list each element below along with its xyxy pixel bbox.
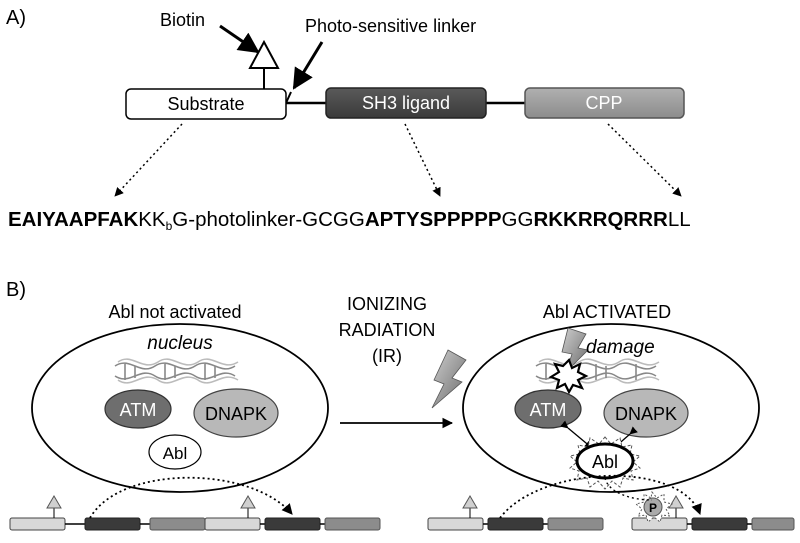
right-dnapk-label: DNAPK	[615, 404, 677, 424]
right-atm-label: ATM	[530, 400, 567, 420]
panel-b-label: B)	[6, 279, 26, 301]
seq-ll: LL	[667, 208, 691, 231]
substrate-label: Substrate	[167, 94, 244, 114]
left-atm-label: ATM	[120, 400, 157, 420]
right-binding-dotted-arrow	[499, 474, 702, 519]
left-dna-icon	[114, 358, 239, 384]
sh3-pointer	[404, 123, 441, 197]
cpp-box	[524, 87, 685, 119]
panel-a-label: A)	[6, 7, 26, 29]
right-title: Abl ACTIVATED	[543, 302, 671, 322]
cpp-label: CPP	[585, 93, 622, 113]
seq-kk: KK	[138, 208, 166, 231]
sh3-label: SH3 ligand	[362, 93, 450, 113]
substrate-box	[125, 88, 287, 120]
right-abl-label: Abl	[592, 452, 618, 472]
biotin-label: Biotin	[160, 10, 205, 30]
peptide-sequence: EAIYAAPFAKKKbG-photolinker-GCGGAPTYSPPPP…	[8, 208, 691, 232]
ir-line3: (IR)	[372, 346, 402, 366]
left-abl-label: Abl	[163, 444, 188, 463]
linker-arrow	[292, 41, 324, 90]
biotin-arrow	[219, 24, 260, 54]
nucleus-label: nucleus	[147, 333, 213, 354]
lightning-bolt-icon	[431, 349, 467, 409]
linker-label: Photo-sensitive linker	[305, 16, 476, 36]
damage-bolt-icon	[561, 327, 589, 373]
left-atm	[104, 389, 172, 429]
seq-kk-sub: b	[165, 219, 173, 233]
construct-right-a	[427, 495, 604, 531]
damage-label: damage	[586, 337, 655, 358]
sh3-box	[325, 87, 487, 119]
construct-left-b	[204, 495, 381, 531]
left-dnapk	[193, 388, 279, 438]
left-nucleus	[31, 323, 329, 493]
cpp-pointer	[607, 123, 682, 197]
ir-line2: RADIATION	[339, 320, 436, 340]
left-abl	[148, 434, 202, 470]
left-title: Abl not activated	[108, 302, 241, 322]
seq-cpp: RKKRRQRRR	[533, 208, 668, 231]
phospho-label: P	[649, 501, 657, 515]
left-dnapk-label: DNAPK	[205, 404, 267, 424]
construct-right-b	[631, 495, 795, 531]
construct-left-a	[9, 495, 206, 531]
biotin-triangle	[248, 39, 280, 69]
ir-line1: IONIZING	[347, 294, 427, 314]
seq-linker: G-photolinker-GCGG	[172, 208, 365, 231]
seq-sh3: APTYSPPPPP	[364, 208, 502, 231]
seq-gg: GG	[501, 208, 534, 231]
linker-kink	[285, 91, 292, 104]
right-atm	[514, 389, 582, 429]
substrate-pointer	[114, 123, 183, 197]
right-dnapk	[603, 388, 689, 438]
damage-burst-icon	[548, 358, 589, 395]
phospho-circle	[643, 497, 663, 517]
atm-abl-arrow	[560, 420, 593, 449]
seq-substrate: EAIYAAPFAK	[8, 208, 139, 231]
